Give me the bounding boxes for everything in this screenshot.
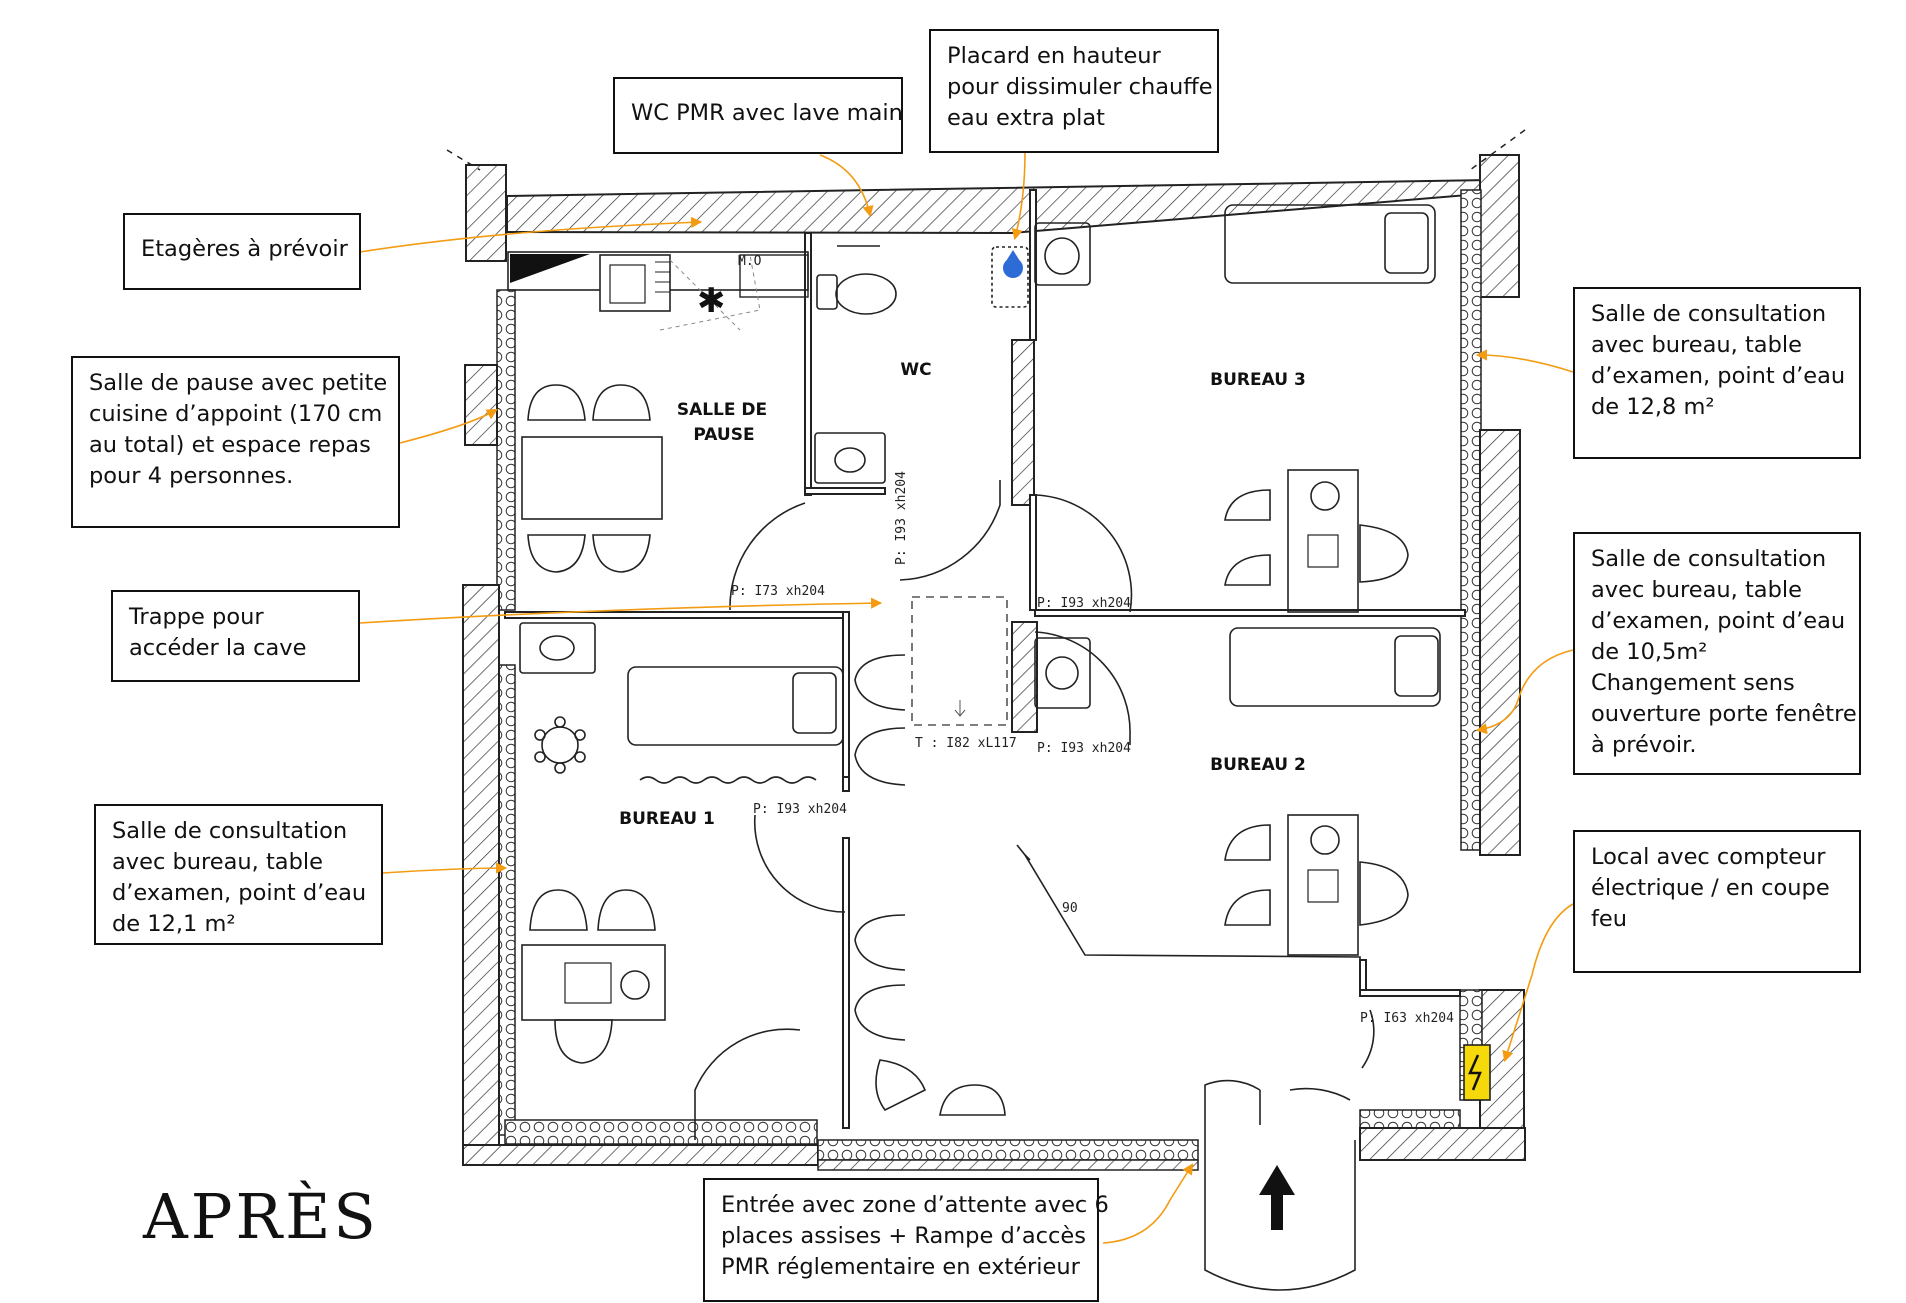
callout-local-line: feu: [1591, 906, 1628, 932]
room-label-bureau3: BUREAU 3: [1210, 370, 1306, 390]
callout-local-line: Local avec compteur: [1591, 844, 1826, 870]
callout-bureau2-line: Salle de consultation: [1591, 546, 1827, 572]
dim-trappe: T : I82 xL117: [915, 736, 1017, 751]
callout-bureau3-line: avec bureau, table: [1591, 332, 1802, 358]
callout-placard-line: Placard en hauteur: [947, 43, 1161, 69]
pause-table: [521, 384, 663, 573]
callout-bureau2-line: d’examen, point d’eau: [1591, 608, 1846, 634]
entrance-arrow-icon: [1259, 1165, 1295, 1230]
callout-bureau3: Salle de consultation avec bureau, table…: [1573, 287, 1861, 459]
callout-pause-line: pour 4 personnes.: [89, 463, 294, 489]
svg-text:✱: ✱: [697, 281, 726, 321]
callout-bureau2-line: avec bureau, table: [1591, 577, 1802, 603]
dim-p173: P: I73 xh204: [731, 584, 825, 599]
callout-placard: Placard en hauteur pour dissimuler chauf…: [929, 29, 1219, 153]
dim-mo: M.O: [738, 254, 762, 269]
dim-p193-b3: P: I93 xh204: [1037, 596, 1131, 611]
callout-bureau1: Salle de consultation avec bureau, table…: [94, 804, 383, 945]
callout-entree-line: PMR réglementaire en extérieur: [721, 1254, 1080, 1280]
callout-bureau3-line: Salle de consultation: [1591, 301, 1827, 327]
cave-hatch: [911, 596, 1008, 726]
callout-bureau3-line: d’examen, point d’eau: [1591, 363, 1846, 389]
dim-p193-b2: P: I93 xh204: [1037, 741, 1131, 756]
callout-bureau1-line: Salle de consultation: [112, 818, 348, 844]
dim-p193-wc: P: I93 xh204: [894, 471, 909, 565]
callout-entree-line: Entrée avec zone d’attente avec 6: [721, 1192, 1109, 1218]
callout-pause-line: cuisine d’appoint (170 cm: [89, 401, 383, 427]
callout-bureau3-line: de 12,8 m²: [1591, 394, 1715, 420]
callout-local: Local avec compteur électrique / en coup…: [1573, 830, 1861, 973]
callout-etageres-line: Etagères à prévoir: [141, 236, 348, 262]
dim-p193-b1: P: I93 xh204: [753, 802, 847, 817]
kitchen: ✱: [507, 251, 809, 331]
callout-local-line: électrique / en coupe: [1591, 875, 1830, 901]
room-label-bureau2: BUREAU 2: [1210, 755, 1306, 775]
room-label-wc: WC: [900, 360, 931, 380]
callout-bureau1-line: de 12,1 m²: [112, 911, 236, 937]
callout-placard-line: eau extra plat: [947, 105, 1105, 131]
page-title: APRÈS: [143, 1180, 379, 1253]
callout-trappe: Trappe pour accéder la cave: [111, 590, 360, 682]
leader-arrows: [359, 151, 1574, 1244]
callout-trappe-line: Trappe pour: [129, 604, 264, 630]
callout-entree-line: places assises + Rampe d’accès: [721, 1223, 1086, 1249]
room-label-pause-1: SALLE DE: [677, 400, 767, 420]
water-heater-icon: [1003, 250, 1023, 278]
callout-entree: Entrée avec zone d’attente avec 6 places…: [703, 1178, 1109, 1302]
door-arcs: [694, 480, 1375, 1291]
callout-wc-pmr-line: WC PMR avec lave main: [631, 100, 903, 126]
callout-placard-line: pour dissimuler chauffe: [947, 74, 1213, 100]
bureau1-furniture: [521, 666, 844, 1064]
callout-pause: Salle de pause avec petite cuisine d’app…: [71, 356, 400, 528]
room-label-bureau1: BUREAU 1: [619, 809, 715, 829]
bureau2-furniture: [1224, 627, 1441, 956]
callout-bureau2-line: à prévoir.: [1591, 732, 1697, 758]
wc-fixtures: [519, 222, 1091, 709]
callout-bureau1-line: d’examen, point d’eau: [112, 880, 367, 906]
callout-wc-pmr: WC PMR avec lave main: [613, 77, 903, 154]
callout-bureau1-line: avec bureau, table: [112, 849, 323, 875]
callout-bureau2-line: ouverture porte fenêtre: [1591, 701, 1857, 727]
callout-pause-line: au total) et espace repas: [89, 432, 371, 458]
dim-p163: P: I63 xh204: [1360, 1011, 1454, 1026]
callout-pause-line: Salle de pause avec petite: [89, 370, 388, 396]
bureau3-furniture: [1224, 204, 1436, 613]
callout-trappe-line: accéder la cave: [129, 635, 307, 661]
callout-bureau2-line: Changement sens: [1591, 670, 1795, 696]
callout-bureau2-line: de 10,5m²: [1591, 639, 1708, 665]
callout-etageres: Etagères à prévoir: [123, 213, 361, 290]
dim-angle: 90: [1062, 901, 1078, 916]
waiting-chairs: [854, 654, 1006, 1116]
callout-bureau2: Salle de consultation avec bureau, table…: [1573, 532, 1861, 775]
electric-meter-icon: [1463, 1044, 1491, 1101]
room-label-pause-2: PAUSE: [693, 425, 754, 445]
